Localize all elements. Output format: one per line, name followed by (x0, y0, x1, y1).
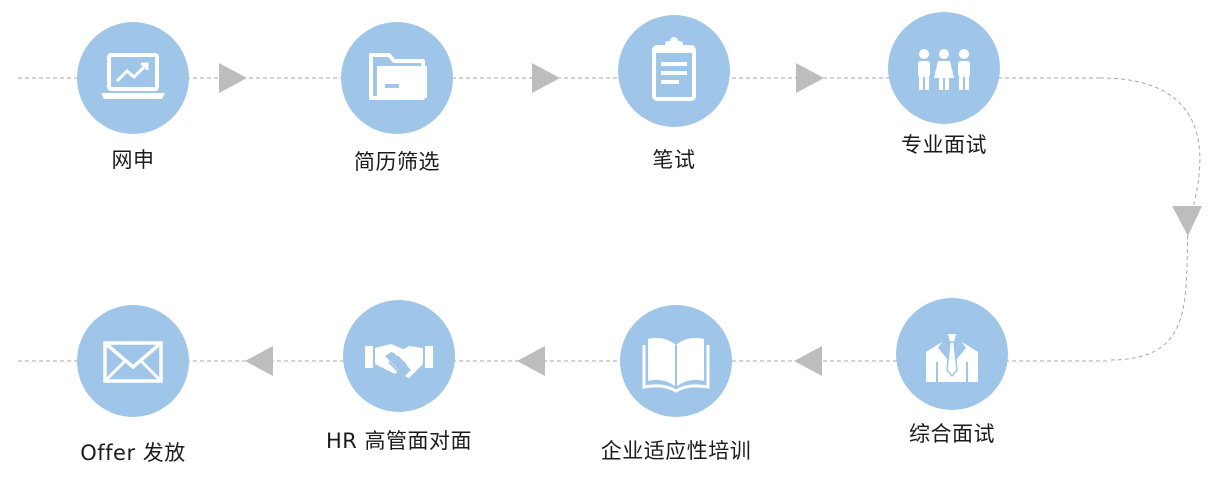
arrow-left-3 (245, 346, 273, 376)
step-label: 企业适应性培训 (600, 439, 752, 463)
arrow-down (1172, 206, 1202, 236)
envelope-icon (103, 341, 163, 383)
step-circle (888, 12, 1000, 124)
step-circle (341, 22, 453, 134)
step-circle (77, 22, 189, 134)
arrow-right-1 (219, 63, 247, 93)
clipboard-icon (652, 37, 696, 101)
arrow-left-2 (517, 346, 545, 376)
people-group-icon (918, 49, 970, 90)
arrow-right-3 (796, 63, 824, 93)
step-label: 专业面试 (901, 133, 987, 157)
step-label: HR 高管面对面 (325, 429, 473, 453)
step-label: 简历筛选 (354, 150, 440, 174)
arrow-right-2 (532, 63, 560, 93)
laptop-chart-icon (101, 53, 165, 99)
step-circle (618, 15, 730, 127)
step-label: Offer 发放 (80, 441, 186, 465)
open-book-icon (642, 337, 710, 393)
step-circle (77, 305, 189, 417)
step-label: 网申 (111, 148, 155, 172)
step-circle (620, 305, 732, 417)
step-circle (896, 298, 1008, 410)
suit-tie-icon (926, 334, 978, 382)
step-label: 综合面试 (909, 422, 995, 446)
step-circle (343, 300, 455, 412)
handshake-icon (365, 344, 433, 378)
folder-icon (369, 53, 427, 100)
step-label: 笔试 (652, 148, 696, 172)
arrow-left-1 (794, 346, 822, 376)
